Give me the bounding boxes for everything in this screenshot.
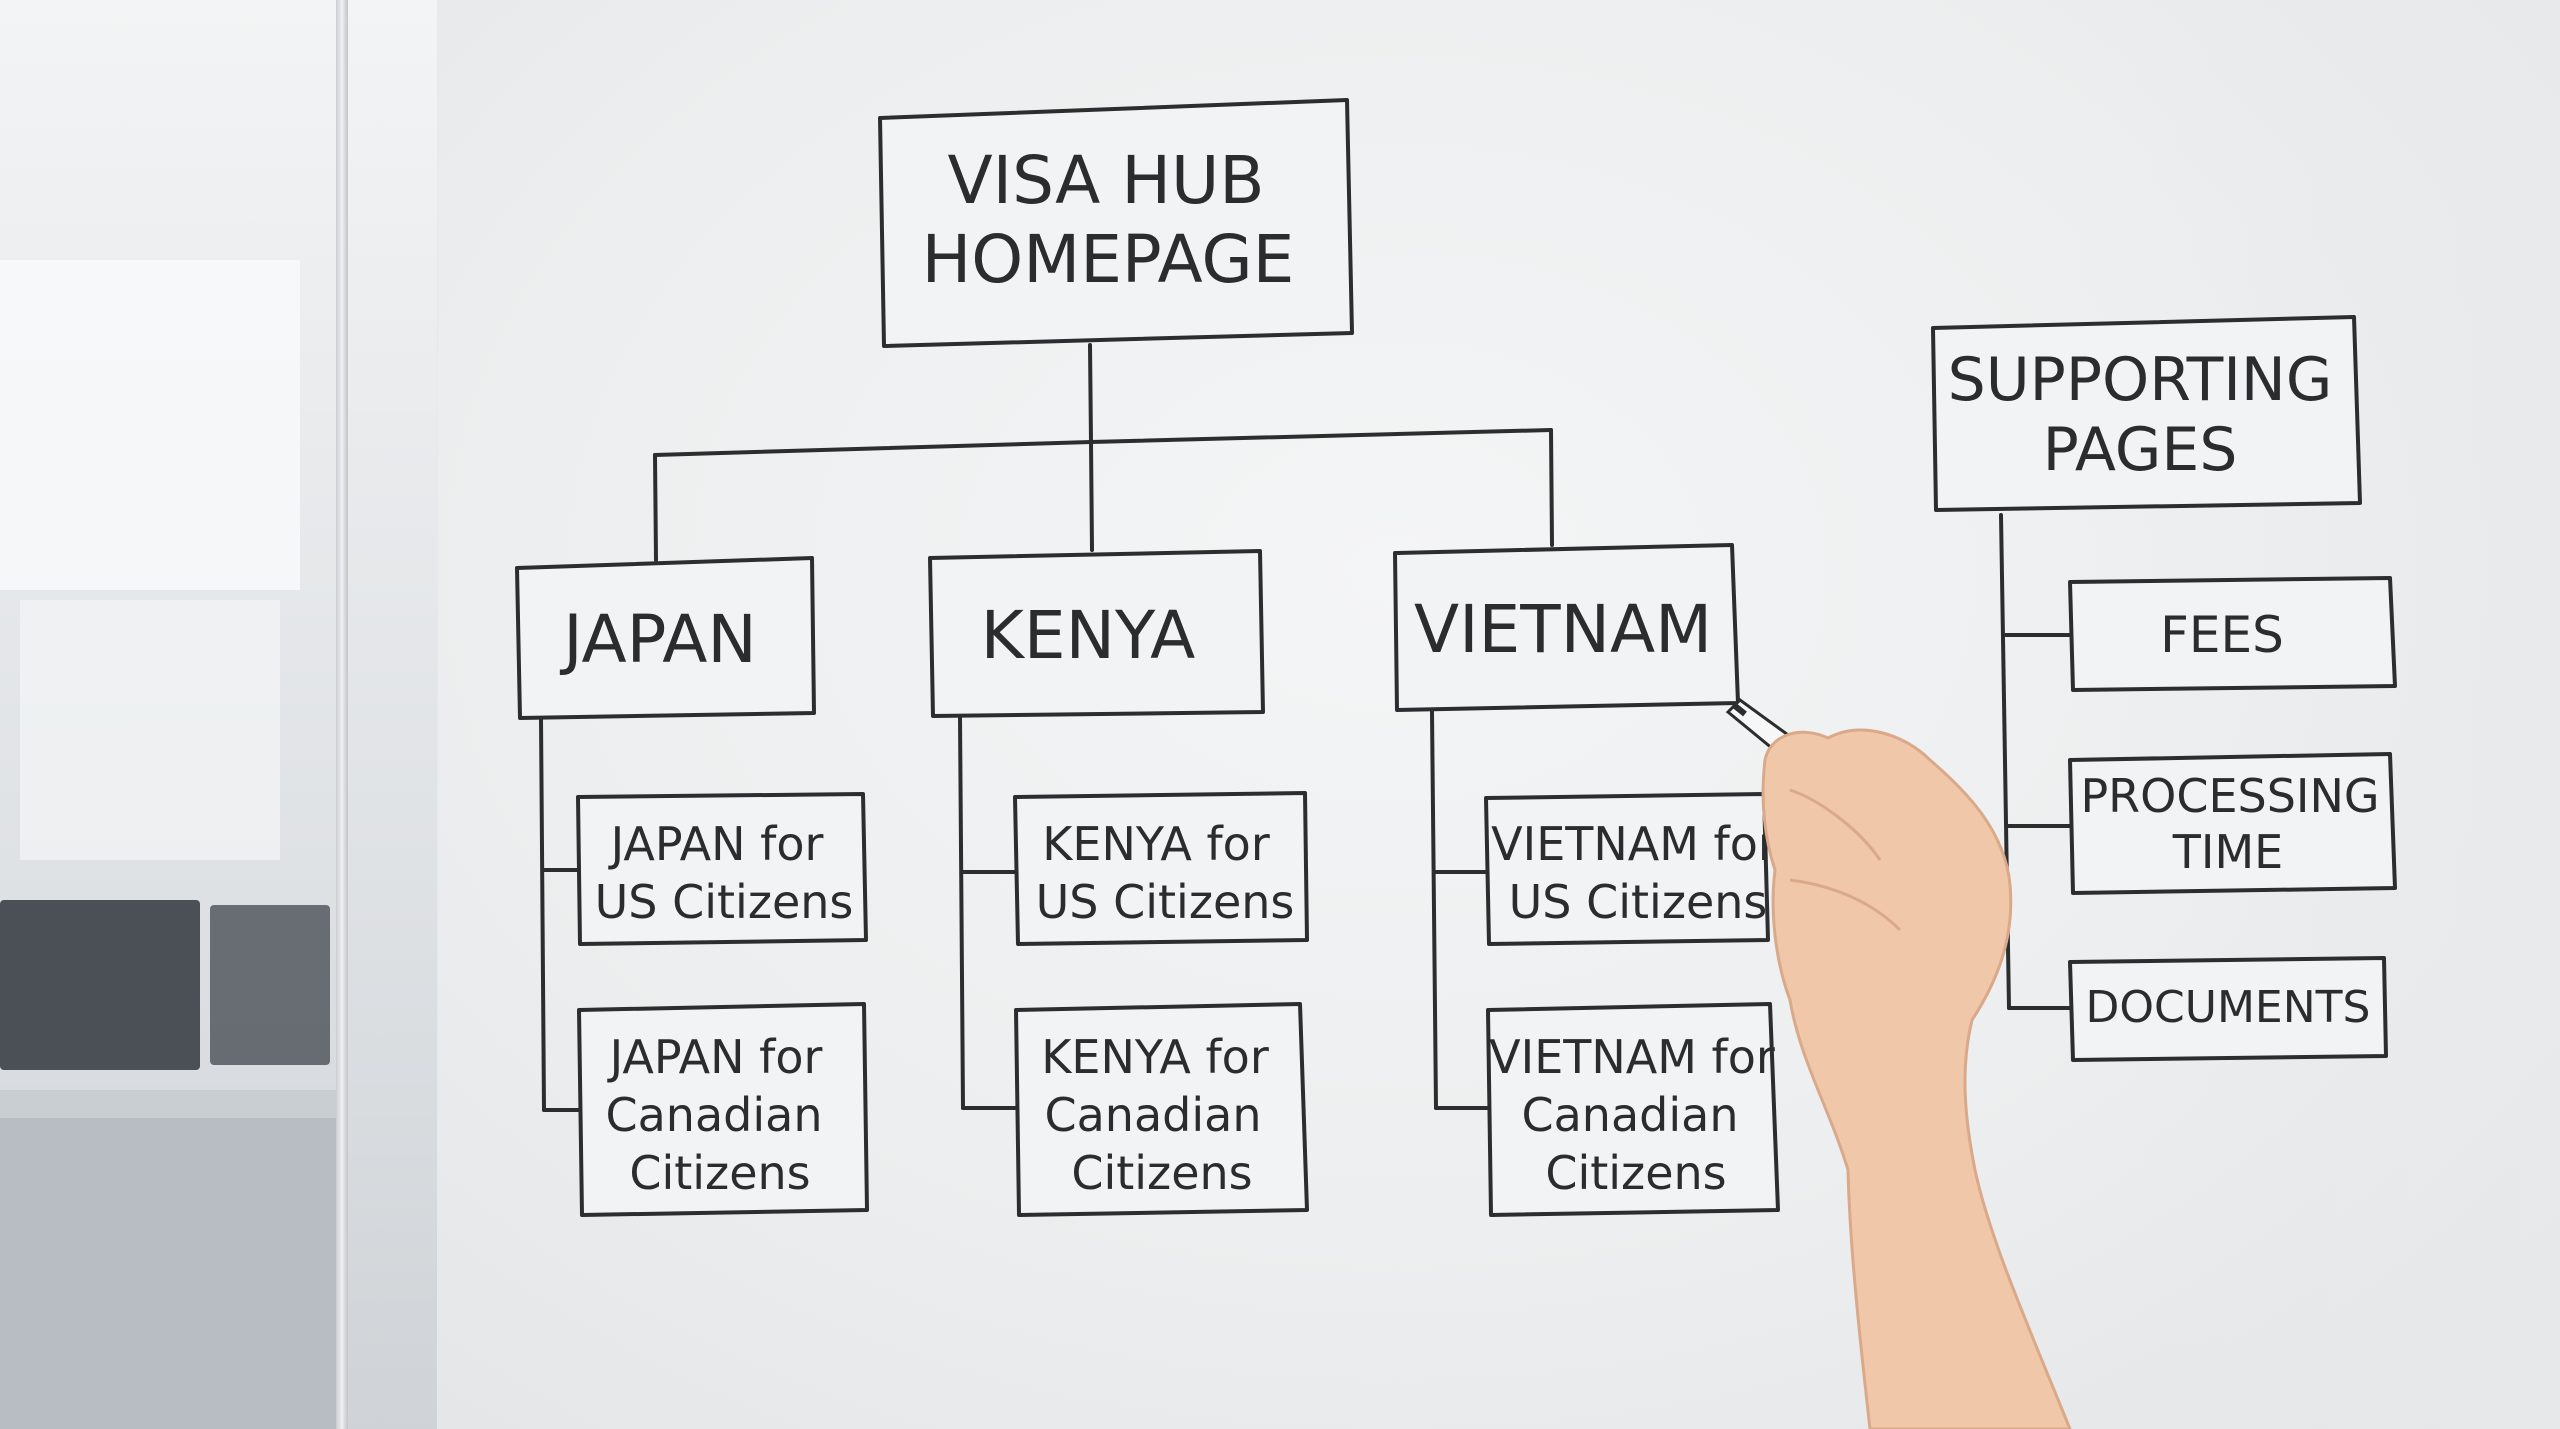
supporting-item-label: DOCUMENTS [2086,982,2371,1033]
page-line: Citizens [1071,1146,1252,1200]
country-node-kenya: KENYA [928,549,1265,718]
glass-partition [336,0,348,1429]
supporting-line-1: SUPPORTING [1948,345,2333,415]
page-line: KENYA for [1041,1030,1269,1084]
country-label-kenya: KENYA [981,597,1196,674]
whiteboard-edge-fade [2060,0,2560,1429]
page-line: Citizens [629,1146,810,1200]
page-line: US Citizens [595,875,854,929]
background-office-left [0,0,437,1429]
page-line: JAPAN for [608,817,824,871]
page-node-japan-canadian: JAPAN for Canadian Citizens [577,1002,869,1217]
page-line: Canadian [1045,1088,1262,1142]
country-label-japan: JAPAN [559,601,757,678]
supporting-item-documents: DOCUMENTS [2068,956,2388,1062]
supporting-line-2: PAGES [2043,415,2238,485]
supporting-item-fees: FEES [2068,576,2397,692]
page-line: Canadian [1522,1088,1739,1142]
root-node: VISA HUB HOMEPAGE [878,98,1354,348]
page-line: US Citizens [1509,875,1768,929]
page-line: VIETNAM for [1489,1030,1775,1084]
page-line: Citizens [1545,1146,1726,1200]
hand-shape [1761,728,2072,1429]
root-line-2: HOMEPAGE [922,221,1295,298]
page-line: Canadian [606,1088,823,1142]
page-line: KENYA for [1042,817,1270,871]
country-label-vietnam: VIETNAM [1414,591,1712,668]
page-node-vietnam-us: VIETNAM for US Citizens [1484,792,1777,946]
page-line: US Citizens [1036,875,1295,929]
hand-holding-marker-icon [1725,698,2072,1429]
supporting-item-label: TIME [2172,825,2283,879]
root-line-1: VISA HUB [947,142,1264,219]
supporting-item-label: FEES [2160,606,2284,664]
bus-to-vietnam [1549,428,1554,547]
page-line: JAPAN for [607,1030,823,1084]
page-node-kenya-us: KENYA for US Citizens [1013,791,1309,946]
vietnam-branch [1430,710,1438,1110]
bus-to-japan [653,453,658,562]
country-node-vietnam: VIETNAM [1393,543,1740,712]
bus-to-kenya [1089,440,1094,552]
kenya-branch [958,716,965,1110]
supporting-item-processing-time: PROCESSING TIME [2068,752,2397,895]
page-line: VIETNAM for [1491,817,1777,871]
root-to-bus [1088,343,1093,444]
page-node-kenya-canadian: KENYA for Canadian Citizens [1014,1002,1309,1217]
page-node-japan-us: JAPAN for US Citizens [576,792,868,946]
page-node-vietnam-canadian: VIETNAM for Canadian Citizens [1486,1002,1780,1217]
supporting-item-label: PROCESSING [2080,769,2379,823]
country-node-japan: JAPAN [515,556,816,720]
japan-branch [539,716,546,1112]
supporting-pages-node: SUPPORTING PAGES [1931,315,2362,512]
country-bus [653,428,1553,457]
